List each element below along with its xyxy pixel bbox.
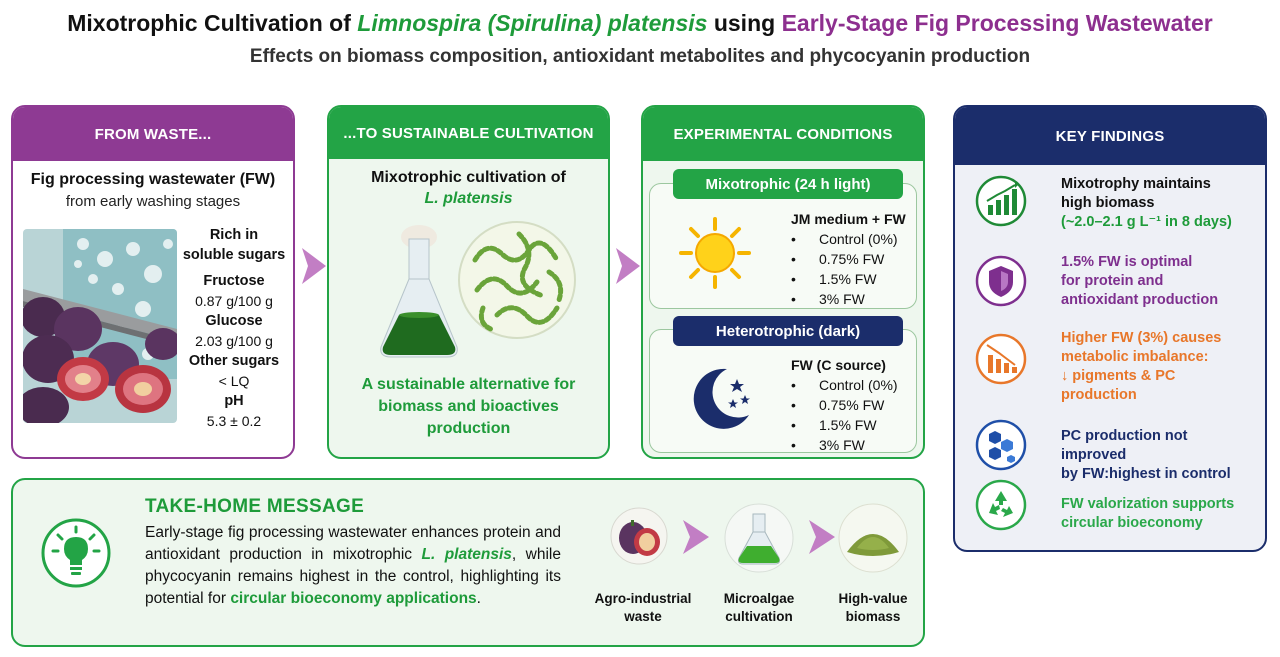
arrow-right-icon xyxy=(809,520,835,554)
cultivation-card: ...TO SUSTAINABLE CULTIVATION Mixotrophi… xyxy=(327,105,610,459)
finding-text: ↓ pigments & PC xyxy=(1061,368,1176,384)
page-subtitle: Effects on biomass composition, antioxid… xyxy=(249,46,1031,67)
lightbulb-icon xyxy=(41,518,111,588)
sun-icon xyxy=(679,217,751,289)
arrow-right-icon xyxy=(683,520,709,554)
cultivation-summary: A sustainable alternative for biomass an… xyxy=(339,374,598,440)
finding-text: production xyxy=(1061,387,1137,403)
finding-text: FW valorization supports xyxy=(1061,496,1235,512)
arrow-right-icon xyxy=(302,248,326,284)
recycle-icon xyxy=(975,479,1027,531)
finding-text: Mixotrophy maintains xyxy=(1061,176,1211,192)
finding-text: for protein and xyxy=(1061,273,1164,289)
finding-text: metabolic imbalance: xyxy=(1061,349,1209,365)
summary-line-3: production xyxy=(426,420,511,437)
fw-title: Fig processing wastewater (FW) xyxy=(30,171,276,188)
fw-subtitle: from early washing stages xyxy=(65,193,241,210)
ph-label: pH xyxy=(224,393,244,409)
shield-icon xyxy=(975,255,1027,307)
summary-line-2: biomass and bioactives xyxy=(378,398,559,415)
list-item: •3% FW xyxy=(791,291,865,307)
rich-label-2: soluble sugars xyxy=(182,247,286,263)
conditions-card: EXPERIMENTAL CONDITIONS Mixotrophic (24 … xyxy=(641,105,925,459)
mixotrophic-box xyxy=(649,183,917,309)
list-item: •1.5% FW xyxy=(791,271,877,287)
other-sugars-label: Other sugars xyxy=(188,353,280,369)
mixotrophic-list: JM medium + FW •Control (0%) •0.75% FW •… xyxy=(791,209,906,309)
takehome-card: TAKE-HOME MESSAGE Early-stage fig proces… xyxy=(11,478,925,647)
finding-imbalance: Higher FW (3%) causes metabolic imbalanc… xyxy=(955,325,1265,409)
heterotrophic-list: FW (C source) •Control (0%) •0.75% FW •1… xyxy=(791,355,898,455)
glucose-label: Glucose xyxy=(205,313,263,329)
chart-down-icon xyxy=(975,333,1027,385)
finding-text: Higher FW (3%) causes xyxy=(1061,330,1222,346)
finding-pc: PC production not improved by FW:highest… xyxy=(955,413,1265,483)
glucose-value: 2.03 g/100 g xyxy=(195,333,273,349)
findings-card-header: KEY FINDINGS xyxy=(955,107,1265,165)
heterotrophic-box xyxy=(649,329,917,453)
fig-icon xyxy=(610,507,668,565)
summary-line-1: A sustainable alternative for xyxy=(361,376,576,393)
finding-valorization: FW valorization supports circular bioeco… xyxy=(955,477,1265,547)
list-item: •Control (0%) xyxy=(791,377,898,393)
waste-card: FROM WASTE... Fig processing wastewater … xyxy=(11,105,295,459)
takehome-title: TAKE-HOME MESSAGE xyxy=(145,496,365,517)
heterotrophic-heading: FW (C source) xyxy=(791,357,886,373)
list-item: •1.5% FW xyxy=(791,417,877,433)
mixotrophic-heading: JM medium + FW xyxy=(791,211,906,227)
list-item: •3% FW xyxy=(791,437,865,453)
flask-icon xyxy=(380,225,458,358)
heterotrophic-pill: Heterotrophic (dark) xyxy=(673,316,903,346)
finding-text: improved xyxy=(1061,447,1127,463)
fructose-value: 0.87 g/100 g xyxy=(195,293,273,309)
finding-biomass: Mixotrophy maintains high biomass (~2.0–… xyxy=(955,171,1265,241)
finding-text: (~2.0–2.1 g L⁻¹ in 8 days) xyxy=(1061,214,1232,230)
conditions-card-header: EXPERIMENTAL CONDITIONS xyxy=(643,107,923,161)
other-sugars-value: < LQ xyxy=(218,373,250,389)
mixotrophic-pill: Mixotrophic (24 h light) xyxy=(673,169,903,199)
fw-composition: Rich in soluble sugars Fructose 0.87 g/1… xyxy=(175,225,293,431)
list-item: •0.75% FW xyxy=(791,251,885,267)
figs-wastewater-image xyxy=(23,229,177,423)
finding-text: circular bioeconomy xyxy=(1061,515,1203,531)
spirulina-microscope-icon xyxy=(458,221,576,339)
rich-label: Rich in xyxy=(209,227,259,243)
list-item: •0.75% FW xyxy=(791,397,885,413)
fructose-label: Fructose xyxy=(203,273,265,289)
waste-card-header: FROM WASTE... xyxy=(13,107,293,161)
list-item: •Control (0%) xyxy=(791,231,898,247)
ph-value: 5.3 ± 0.2 xyxy=(206,413,262,429)
bar-chart-up-icon xyxy=(975,175,1027,227)
arrow-right-icon xyxy=(616,248,640,284)
cultivation-line-1: Mixotrophic cultivation of xyxy=(371,169,566,186)
findings-card: KEY FINDINGS Mixotrophy maintains high b… xyxy=(953,105,1267,552)
cultivation-card-header: ...TO SUSTAINABLE CULTIVATION xyxy=(329,107,608,159)
cultivation-line-2: L. platensis xyxy=(424,190,513,207)
biomass-powder-icon xyxy=(838,503,908,573)
finding-optimal: 1.5% FW is optimal for protein and antio… xyxy=(955,249,1265,319)
takehome-text: Early-stage fig processing wastewater en… xyxy=(145,524,561,607)
molecule-icon xyxy=(975,419,1027,471)
flask-icon xyxy=(724,503,794,573)
finding-text: by FW:highest in control xyxy=(1061,466,1231,482)
finding-text: high biomass xyxy=(1061,195,1155,211)
finding-text: 1.5% FW is optimal xyxy=(1061,254,1193,270)
moon-stars-icon xyxy=(693,368,750,429)
finding-text: antioxidant production xyxy=(1061,292,1219,308)
page-title: Mixotrophic Cultivation of Limnospira (S… xyxy=(67,10,1213,36)
finding-text: PC production not xyxy=(1061,428,1188,444)
